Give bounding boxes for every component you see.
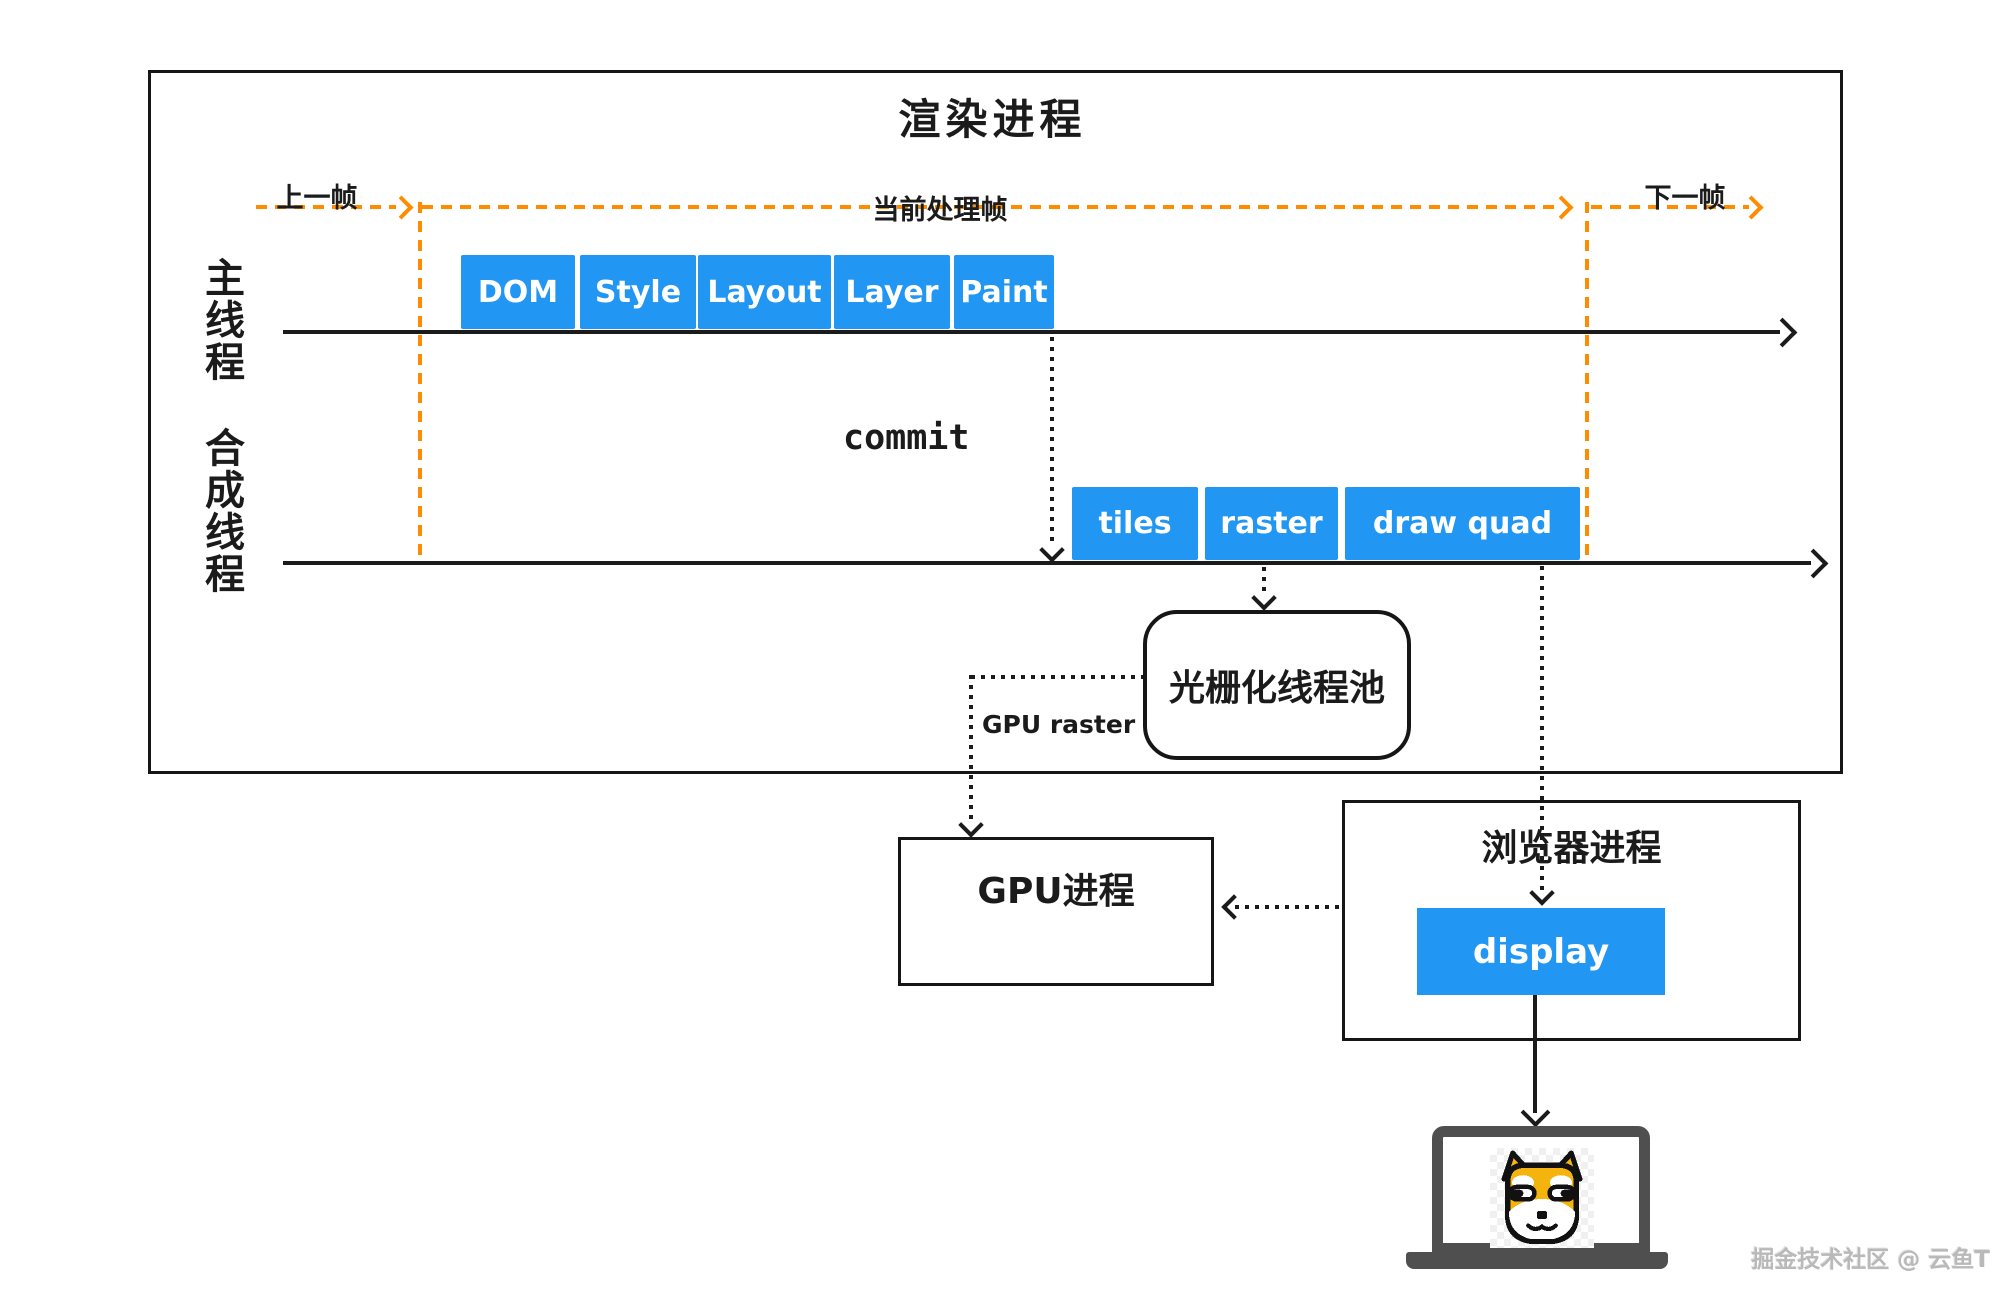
watermark: 掘金技术社区 @ 云鱼T	[1751, 1247, 1990, 1273]
gpu-raster-label: GPU raster	[982, 710, 1136, 739]
current-frame-label: 当前处理帧	[872, 195, 1008, 226]
commit-label: commit	[843, 418, 970, 458]
stage-box-dom: DOM	[461, 255, 575, 329]
frame-boundary-left-line	[418, 202, 422, 563]
gpu-raster-line-vertical	[969, 675, 973, 822]
laptop-base	[1406, 1252, 1668, 1269]
commit-arrow-line	[1050, 337, 1054, 547]
display-box: display	[1417, 908, 1665, 995]
frame-boundary-right-line	[1585, 202, 1589, 563]
main-thread-line	[283, 330, 1780, 334]
display-to-laptop-line	[1533, 995, 1537, 1113]
next-frame-label: 下一帧	[1644, 183, 1726, 214]
browser-process-box: 浏览器进程	[1342, 800, 1801, 1041]
raster-pool-box: 光栅化线程池	[1143, 610, 1411, 760]
stage-box-layer: Layer	[834, 255, 950, 329]
browser-process-label: 浏览器进程	[1481, 828, 1662, 869]
stage-box-raster: raster	[1205, 487, 1338, 560]
stage-box-tiles: tiles	[1072, 487, 1198, 560]
render-process-title: 渲染进程	[898, 95, 1087, 144]
browser-to-gpu-line	[1235, 905, 1342, 909]
stage-box-paint: Paint	[954, 255, 1054, 329]
stage-box-draw-quad: draw quad	[1345, 487, 1580, 560]
main-thread-label: 主线程	[205, 256, 245, 386]
stage-box-layout: Layout	[698, 255, 831, 329]
stage-box-style: Style	[580, 255, 696, 329]
gpu-process-box: GPU进程	[898, 837, 1214, 986]
gpu-raster-line-horizontal	[971, 675, 1143, 679]
current-frame-dashed-line	[422, 205, 1558, 209]
prev-frame-label: 上一帧	[276, 183, 358, 214]
gpu-raster-arrowhead	[958, 812, 984, 838]
doge-face-icon	[1501, 1150, 1583, 1244]
compositor-thread-line	[283, 561, 1811, 565]
next-frame-dashed-line	[1591, 205, 1749, 209]
laptop-icon	[1406, 1120, 1668, 1272]
compositor-thread-label: 合成线程	[205, 426, 245, 598]
raster-to-pool-line	[1262, 567, 1266, 595]
doge-icon	[1490, 1148, 1594, 1248]
prev-frame-dashed-line	[256, 205, 396, 209]
browser-to-gpu-arrowhead	[1221, 894, 1247, 920]
drawquad-to-display-line	[1540, 566, 1544, 891]
gpu-process-label: GPU进程	[977, 871, 1135, 912]
render-process-box	[148, 70, 1843, 774]
